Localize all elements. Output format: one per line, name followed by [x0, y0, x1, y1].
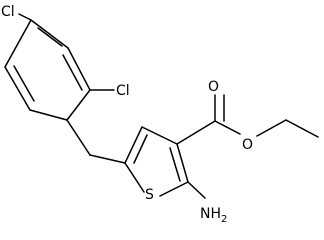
- bond-o-ch2: [256, 119, 287, 137]
- bond-ch2-ch3: [285, 119, 319, 138]
- double-bond-line: [13, 65, 35, 102]
- bond-ring-carbonyl-c: [176, 120, 216, 145]
- bond: [124, 162, 145, 193]
- thiophene-ring: [124, 126, 189, 197]
- bond: [4, 66, 31, 111]
- atom-sulfur: S: [145, 187, 154, 203]
- atom-o-carbonyl: O: [208, 79, 219, 95]
- double-bond-line: [62, 54, 83, 91]
- bond: [141, 126, 178, 145]
- bond: [4, 19, 32, 68]
- bond-c-cl-top: [18, 13, 32, 21]
- bond: [67, 47, 91, 91]
- structure-canvas: Cl Cl S NH2 O O: [1, 4, 319, 224]
- bond: [66, 89, 91, 121]
- bond-c-nh2: [187, 181, 206, 199]
- bond: [29, 109, 68, 121]
- atom-cl-top: Cl: [1, 4, 15, 20]
- dichlorophenyl-ring: [4, 19, 91, 121]
- atom-nh2: NH2: [200, 206, 227, 224]
- bond: [176, 143, 189, 183]
- double-bond-line: [169, 147, 181, 182]
- bond: [30, 19, 69, 49]
- bond: [159, 181, 189, 197]
- double-bond-line: [133, 134, 148, 164]
- atom-o-ester: O: [242, 137, 253, 153]
- bond: [124, 126, 143, 164]
- double-bond-line: [37, 27, 63, 47]
- bond-ring-ch2: [66, 119, 91, 156]
- atom-cl-ortho: Cl: [116, 83, 130, 99]
- molecule-structure: Cl Cl S NH2 O O: [1, 4, 319, 224]
- bond-c-o-ester: [214, 120, 241, 135]
- bond-ch2-thiophene: [89, 154, 126, 164]
